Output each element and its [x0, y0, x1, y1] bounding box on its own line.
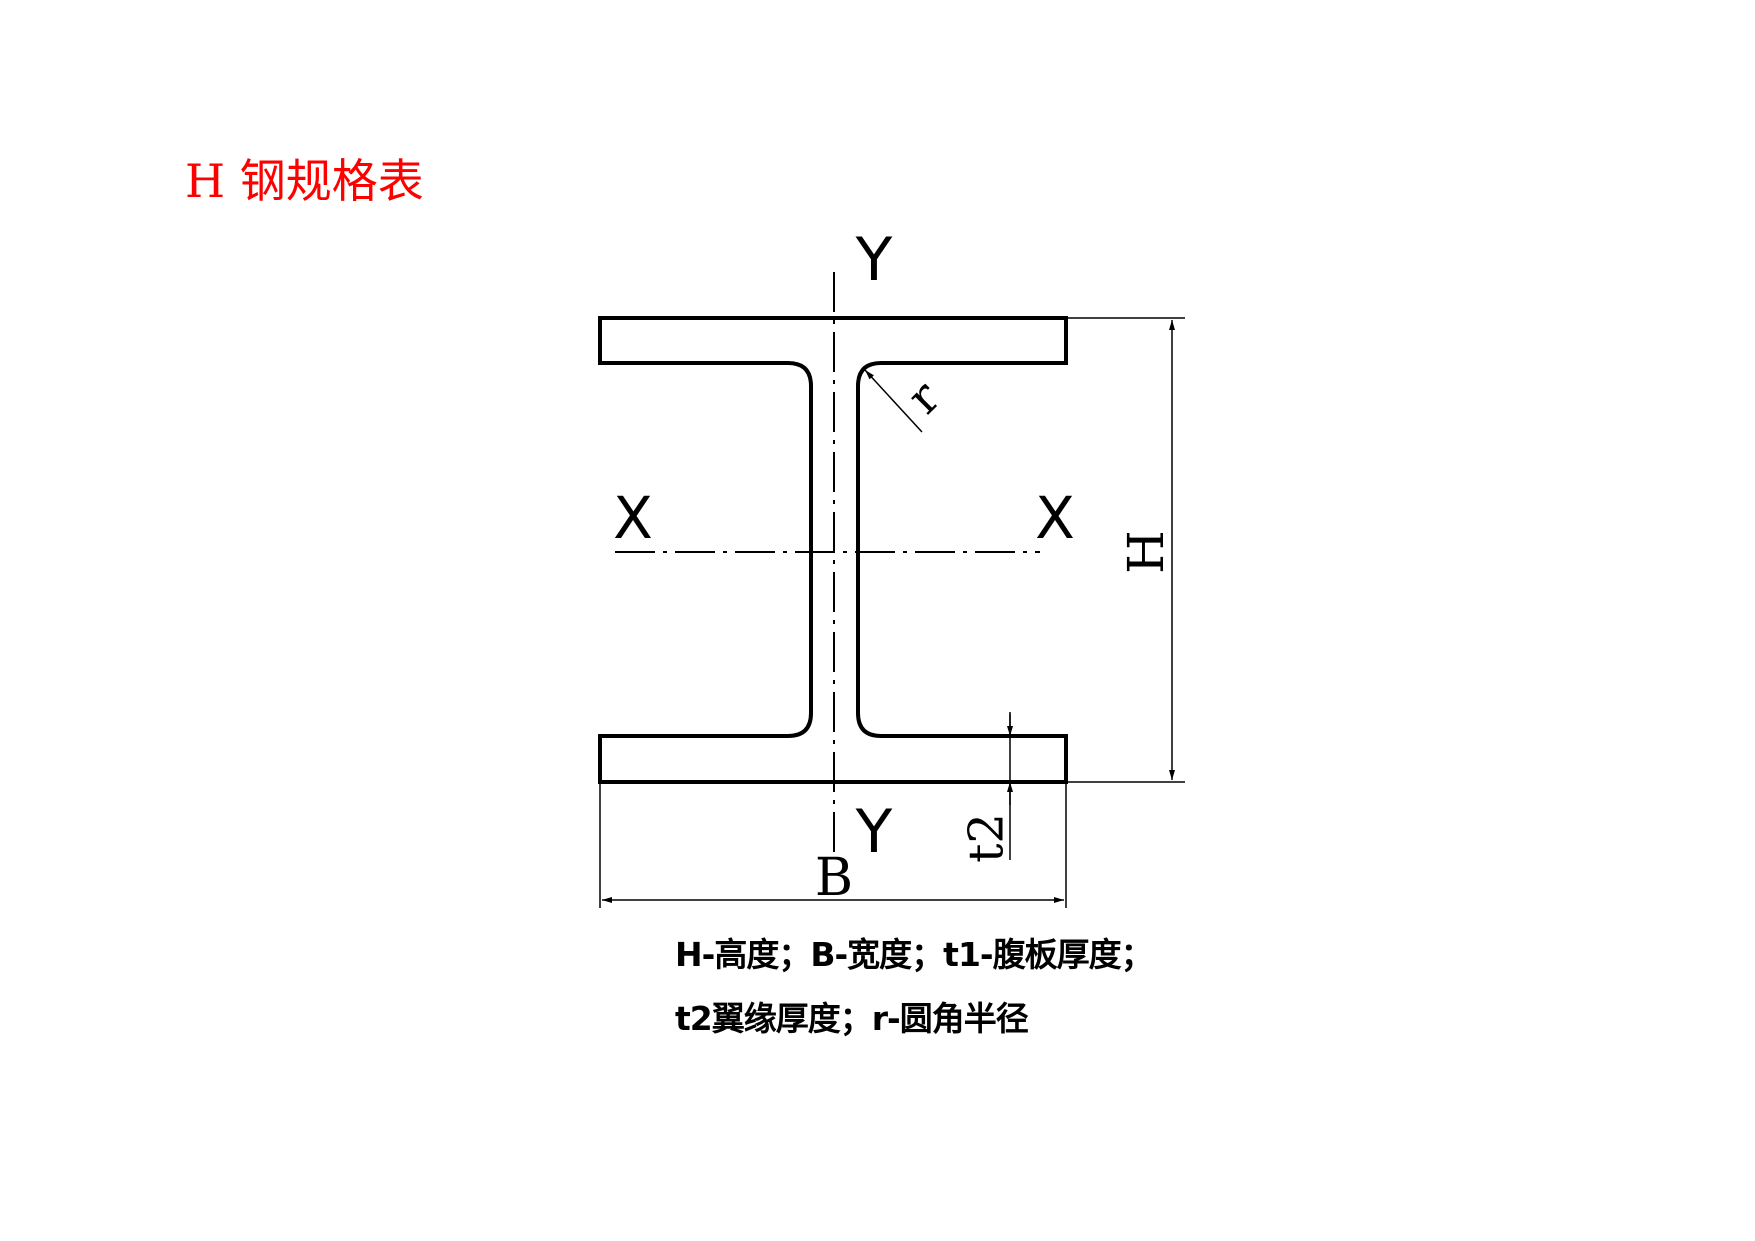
dimension-h-label: H: [1117, 530, 1175, 574]
height-dimension: H: [1066, 317, 1185, 783]
legend-line-2: t2翼缘厚度；r-圆角半径: [675, 999, 1029, 1038]
width-dimension: B: [599, 782, 1067, 908]
legend-line-1: H-高度；B-宽度；t1-腹板厚度；: [675, 935, 1154, 974]
axis-x-right-label: X: [1035, 484, 1075, 552]
axis-y-bottom-label: Y: [855, 797, 893, 867]
page-title: H 钢规格表: [185, 154, 424, 208]
axis-x-left-label: X: [613, 484, 653, 552]
flange-thickness-dimension: t2: [959, 712, 1015, 863]
radius-dimension: r: [864, 369, 950, 433]
dimension-t2-label: t2: [959, 813, 1015, 863]
dimension-r-label: r: [896, 370, 950, 424]
axis-y-top-label: Y: [855, 225, 893, 295]
dimension-b-label: B: [815, 848, 853, 908]
